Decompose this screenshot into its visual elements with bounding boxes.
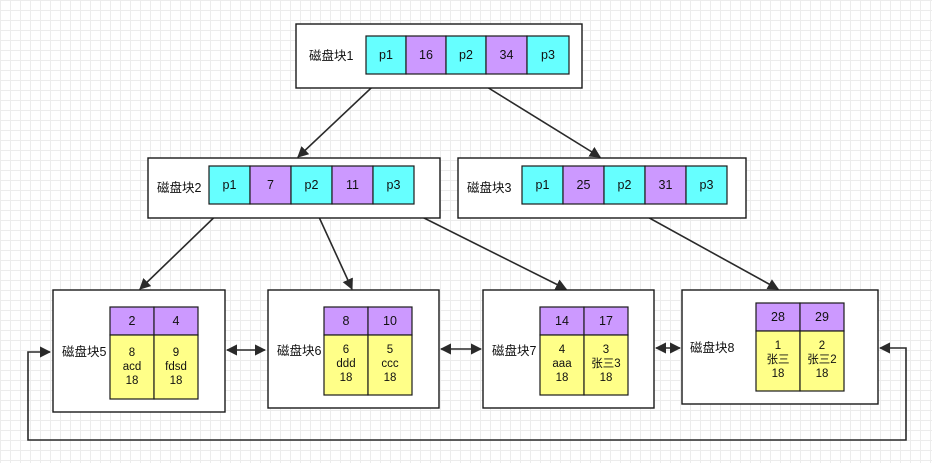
block-2-pointer-p1: p1 [223, 178, 237, 192]
block-5-key-2: 4 [173, 314, 180, 328]
block-2-label: 磁盘块2 [157, 180, 202, 195]
block-3: 磁盘块3 p1 25 p2 31 p3 [457, 157, 747, 219]
block-3-pointer-p2: p2 [618, 178, 632, 192]
block-5-row-1-id: 8 [129, 347, 135, 359]
block-2: 磁盘块2 p1 7 p2 11 p3 [147, 157, 441, 219]
block-2-cell-4 [331, 165, 374, 205]
block-2-key-7: 7 [267, 178, 274, 192]
block-3-cell-4 [644, 165, 687, 205]
block-8-row-1-id: 1 [775, 340, 781, 352]
block-2-cell-3 [290, 165, 333, 205]
block-1-cell-2 [405, 35, 447, 75]
block-5-row-2-id: 9 [173, 347, 179, 359]
block-3-cell-3 [603, 165, 646, 205]
block-6-row-2-age: 18 [384, 372, 397, 384]
block-6-row-1-id: 6 [343, 344, 349, 356]
block-7-key-cell-2 [583, 306, 629, 336]
block-2-cell-1 [208, 165, 251, 205]
block-7-row-2-name: 张三3 [591, 357, 620, 370]
block-3-pointer-p3: p3 [700, 178, 714, 192]
block-8-data-cell-1 [755, 330, 801, 392]
block-8: 磁盘块8 28 29 1 张三 18 2 张三2 18 [681, 289, 879, 405]
block-7-key-2: 17 [599, 314, 613, 328]
block-1-pointer-p3: p3 [541, 48, 555, 62]
block-5-row-1-name: acd [123, 361, 142, 373]
block-5-row-2-name: fdsd [165, 361, 187, 373]
block-6-key-cell-1 [323, 306, 369, 336]
block-7-row-1-id: 4 [559, 344, 566, 356]
block-8-row-2-age: 18 [816, 368, 829, 380]
block-6-data-cell-1 [323, 334, 369, 396]
block-8-key-cell-2 [799, 302, 845, 332]
block-3-key-25: 25 [577, 178, 591, 192]
block-1-label: 磁盘块1 [309, 48, 354, 63]
block-2-key-11: 11 [346, 178, 359, 192]
block-8-data-cell-2 [799, 330, 845, 392]
block-8-label: 磁盘块8 [690, 340, 735, 355]
block-3-key-31: 31 [659, 178, 673, 192]
block-1-key-34: 34 [500, 48, 514, 62]
block-8-key-2: 29 [815, 310, 829, 324]
block-5-row-1-age: 18 [126, 375, 139, 387]
block-3-cell-1 [521, 165, 564, 205]
block-5: 磁盘块5 2 4 8 acd 18 9 fdsd 18 [52, 289, 226, 413]
block-5-label: 磁盘块5 [62, 344, 107, 359]
block-5-key-cell-2 [153, 306, 199, 336]
block-7-row-1-name: aaa [552, 358, 572, 370]
block-6-key-2: 10 [383, 314, 397, 328]
block-1-cell-3 [445, 35, 487, 75]
block-6-row-1-age: 18 [340, 372, 353, 384]
block-2-pointer-p2: p2 [305, 178, 319, 192]
block-2-cell-2 [249, 165, 292, 205]
block-1-key-16: 16 [419, 48, 433, 62]
block-6-label: 磁盘块6 [277, 343, 322, 358]
block-5-row-2-age: 18 [170, 375, 183, 387]
link-b8-wrap-b5 [27, 342, 907, 441]
block-3-cell-2 [562, 165, 605, 205]
block-2-pointer-p3: p3 [387, 178, 401, 192]
block-7-data-cell-2 [583, 334, 629, 396]
block-1-cell-5 [526, 35, 570, 75]
block-6-row-2-id: 5 [387, 344, 393, 356]
block-6-row-2-name: ccc [381, 358, 399, 370]
block-7-label: 磁盘块7 [492, 343, 537, 358]
block-1-cell-1 [365, 35, 407, 75]
block-1-pointer-p2: p2 [459, 48, 473, 62]
block-1-cell-4 [485, 35, 528, 75]
block-8-row-2-name: 张三2 [807, 353, 836, 366]
block-7: 磁盘块7 14 17 4 aaa 18 3 张三3 18 [482, 289, 655, 409]
block-3-pointer-p1: p1 [536, 178, 550, 192]
block-3-cell-5 [685, 165, 728, 205]
block-6-data-cell-2 [367, 334, 413, 396]
block-8-key-1: 28 [771, 310, 785, 324]
block-8-row-1-name: 张三 [767, 353, 790, 366]
block-1: 磁盘块1 p1 16 p2 34 p3 [295, 23, 583, 89]
block-5-key-1: 2 [129, 314, 136, 328]
block-7-row-1-age: 18 [556, 372, 569, 384]
block-7-row-2-age: 18 [600, 372, 613, 384]
block-6-row-1-name: ddd [336, 358, 355, 370]
block-5-data-cell-2 [153, 334, 199, 400]
block-6-key-1: 8 [343, 314, 350, 328]
block-8-row-2-id: 2 [819, 340, 825, 352]
block-5-key-cell-1 [109, 306, 155, 336]
block-7-row-2-id: 3 [603, 344, 609, 356]
block-6: 磁盘块6 8 10 6 ddd 18 5 ccc 18 [267, 289, 440, 409]
block-2-cell-5 [372, 165, 415, 205]
block-7-key-1: 14 [555, 314, 569, 328]
block-8-row-1-age: 18 [772, 368, 785, 380]
block-3-label: 磁盘块3 [467, 180, 512, 195]
block-1-pointer-p1: p1 [379, 48, 393, 62]
